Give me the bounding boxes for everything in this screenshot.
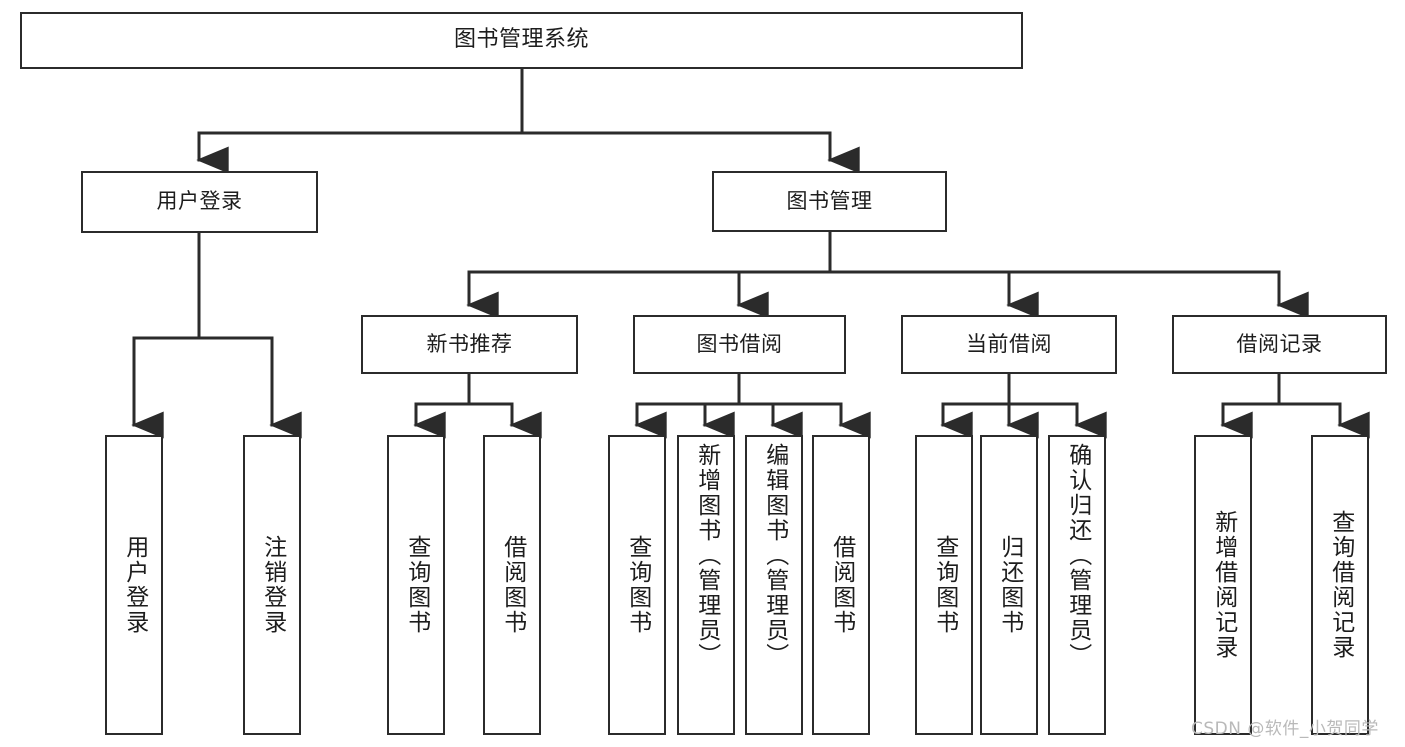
node-book-management[interactable]: 图书管理 — [712, 171, 947, 232]
leaf-record-add-record[interactable]: 新增借阅记录 — [1194, 435, 1252, 735]
node-label: 图书管理系统 — [453, 27, 589, 53]
node-label: 图书管理 — [786, 188, 873, 213]
leaf-recommend-borrow-book[interactable]: 借阅图书 — [483, 435, 541, 735]
node-label: 注销登录 — [259, 535, 286, 635]
watermark-text: CSDN @软件_小贺同学 — [1191, 719, 1379, 739]
node-label: 借阅图书 — [828, 535, 855, 635]
leaf-current-return-book[interactable]: 归还图书 — [980, 435, 1038, 735]
node-label: 查询借阅记录 — [1327, 510, 1354, 660]
node-label: 新增借阅记录 — [1210, 510, 1237, 660]
node-label: 查询图书 — [403, 535, 430, 635]
leaf-current-query-book[interactable]: 查询图书 — [915, 435, 973, 735]
node-book-borrow[interactable]: 图书借阅 — [633, 315, 846, 374]
leaf-user-login-signout[interactable]: 注销登录 — [243, 435, 301, 735]
leaf-borrow-add-book-admin[interactable]: 新增图书（管理员） — [677, 435, 735, 735]
node-new-book-recommend[interactable]: 新书推荐 — [361, 315, 578, 374]
node-label: 用户登录 — [121, 535, 148, 635]
leaf-current-confirm-return-admin[interactable]: 确认归还（管理员） — [1048, 435, 1106, 735]
node-label: 新书推荐 — [426, 331, 513, 356]
node-borrow-record[interactable]: 借阅记录 — [1172, 315, 1387, 374]
node-label: 查询图书 — [931, 535, 958, 635]
node-label: 图书借阅 — [696, 331, 783, 356]
leaf-borrow-query-book[interactable]: 查询图书 — [608, 435, 666, 735]
node-user-login[interactable]: 用户登录 — [81, 171, 318, 233]
node-label: 查询图书 — [624, 535, 651, 635]
node-label: 当前借阅 — [966, 331, 1052, 356]
leaf-recommend-query-book[interactable]: 查询图书 — [387, 435, 445, 735]
node-label: 新增图书（管理员） — [693, 443, 720, 668]
leaf-user-login-signin[interactable]: 用户登录 — [105, 435, 163, 735]
node-label: 借阅图书 — [499, 535, 526, 635]
leaf-record-query-record[interactable]: 查询借阅记录 — [1311, 435, 1369, 735]
node-label: 用户登录 — [156, 189, 243, 214]
node-root-system[interactable]: 图书管理系统 — [20, 12, 1023, 69]
node-label: 编辑图书（管理员） — [761, 443, 788, 668]
node-label: 借阅记录 — [1236, 331, 1323, 356]
node-label: 归还图书 — [996, 535, 1023, 635]
leaf-borrow-borrow-book[interactable]: 借阅图书 — [812, 435, 870, 735]
node-label: 确认归还（管理员） — [1064, 443, 1091, 668]
node-current-borrow[interactable]: 当前借阅 — [901, 315, 1117, 374]
leaf-borrow-edit-book-admin[interactable]: 编辑图书（管理员） — [745, 435, 803, 735]
